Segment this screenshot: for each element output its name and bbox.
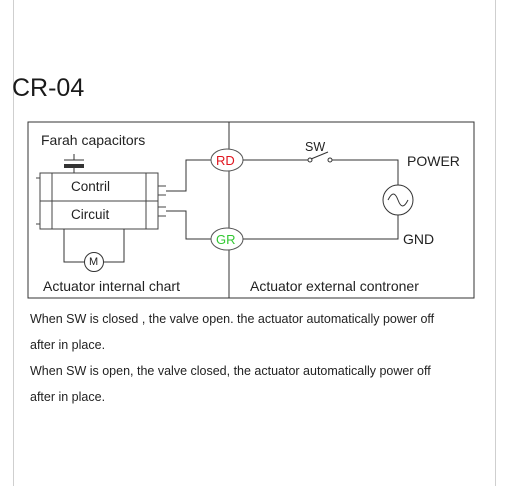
- capacitor-icon: [64, 154, 84, 173]
- frame-left-border: [13, 0, 14, 486]
- note-line-2: after in place.: [30, 338, 106, 352]
- terminal-rd-label: RD: [216, 153, 235, 168]
- frame-right-border: [495, 0, 496, 486]
- ac-source-icon: [382, 184, 414, 216]
- wire-to-rd: [166, 159, 211, 192]
- wire-to-gr: [166, 210, 211, 240]
- switch-label: SW: [305, 140, 326, 154]
- note-line-1: When SW is closed , the valve open. the …: [30, 312, 435, 326]
- internal-section-label: Actuator internal chart: [43, 278, 180, 294]
- diagram-border: [27, 121, 475, 299]
- terminal-gr-label: GR: [216, 232, 236, 247]
- capacitor-label: Farah capacitors: [41, 132, 146, 148]
- control-label-line1: Contril: [71, 179, 111, 194]
- power-label: POWER: [407, 153, 460, 169]
- wire-power-to-gnd: [243, 215, 399, 240]
- motor-wiring: [63, 229, 125, 263]
- note-line-4: after in place.: [30, 390, 106, 404]
- motor-label: M: [89, 256, 99, 268]
- model-title: CR-04: [12, 74, 85, 102]
- wire-switch-to-power: [332, 159, 399, 185]
- control-circuit-box: [36, 172, 166, 230]
- external-section-label: Actuator external controner: [250, 278, 419, 294]
- control-label-line2: Circuit: [71, 207, 110, 222]
- gnd-label: GND: [403, 231, 435, 247]
- note-line-3: When SW is open, the valve closed, the a…: [30, 364, 431, 378]
- motor-icon: [84, 252, 104, 272]
